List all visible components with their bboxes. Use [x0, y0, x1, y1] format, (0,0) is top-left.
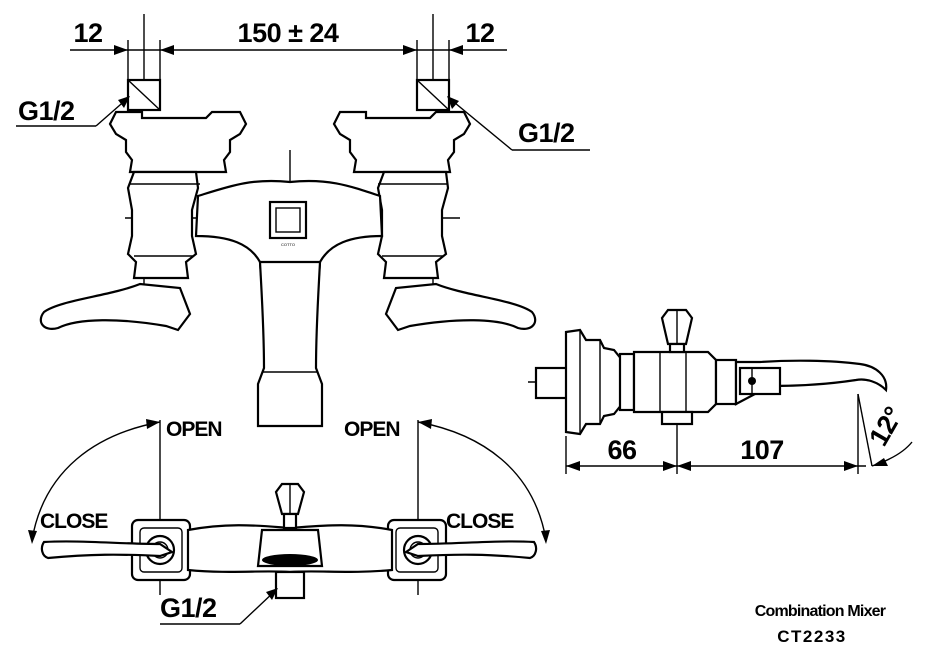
dim-center-spacing: 150 ± 24 [238, 18, 339, 48]
thread-label-top-right: G1/2 [518, 118, 575, 148]
dim-side-spout: 107 [740, 435, 784, 465]
dim-left-inlet: 12 [73, 18, 102, 48]
product-model: CT2233 [777, 627, 846, 646]
close-label-left: CLOSE [40, 510, 108, 533]
open-label-left: OPEN [166, 418, 222, 441]
thread-label-top-left: G1/2 [18, 96, 75, 126]
spout-angle: 12° [863, 402, 909, 451]
title-block: Combination Mixer CT2233 [755, 603, 887, 646]
side-view: 66 107 12° [528, 308, 913, 474]
product-name: Combination Mixer [755, 603, 886, 620]
close-label-right: CLOSE [446, 510, 514, 533]
thread-label-bottom: G1/2 [160, 593, 217, 623]
top-dimensions: 12 150 ± 24 12 [70, 18, 507, 82]
brand-mark: COTTO [281, 242, 295, 247]
top-view: OPEN OPEN CLOSE CLOSE G1/2 [28, 418, 550, 625]
dim-side-depth: 66 [607, 435, 637, 465]
thread-callouts-top: G1/2 G1/2 [16, 96, 590, 151]
dim-right-inlet: 12 [465, 18, 494, 48]
open-label-right: OPEN [344, 418, 400, 441]
front-view: COTTO [39, 14, 537, 428]
